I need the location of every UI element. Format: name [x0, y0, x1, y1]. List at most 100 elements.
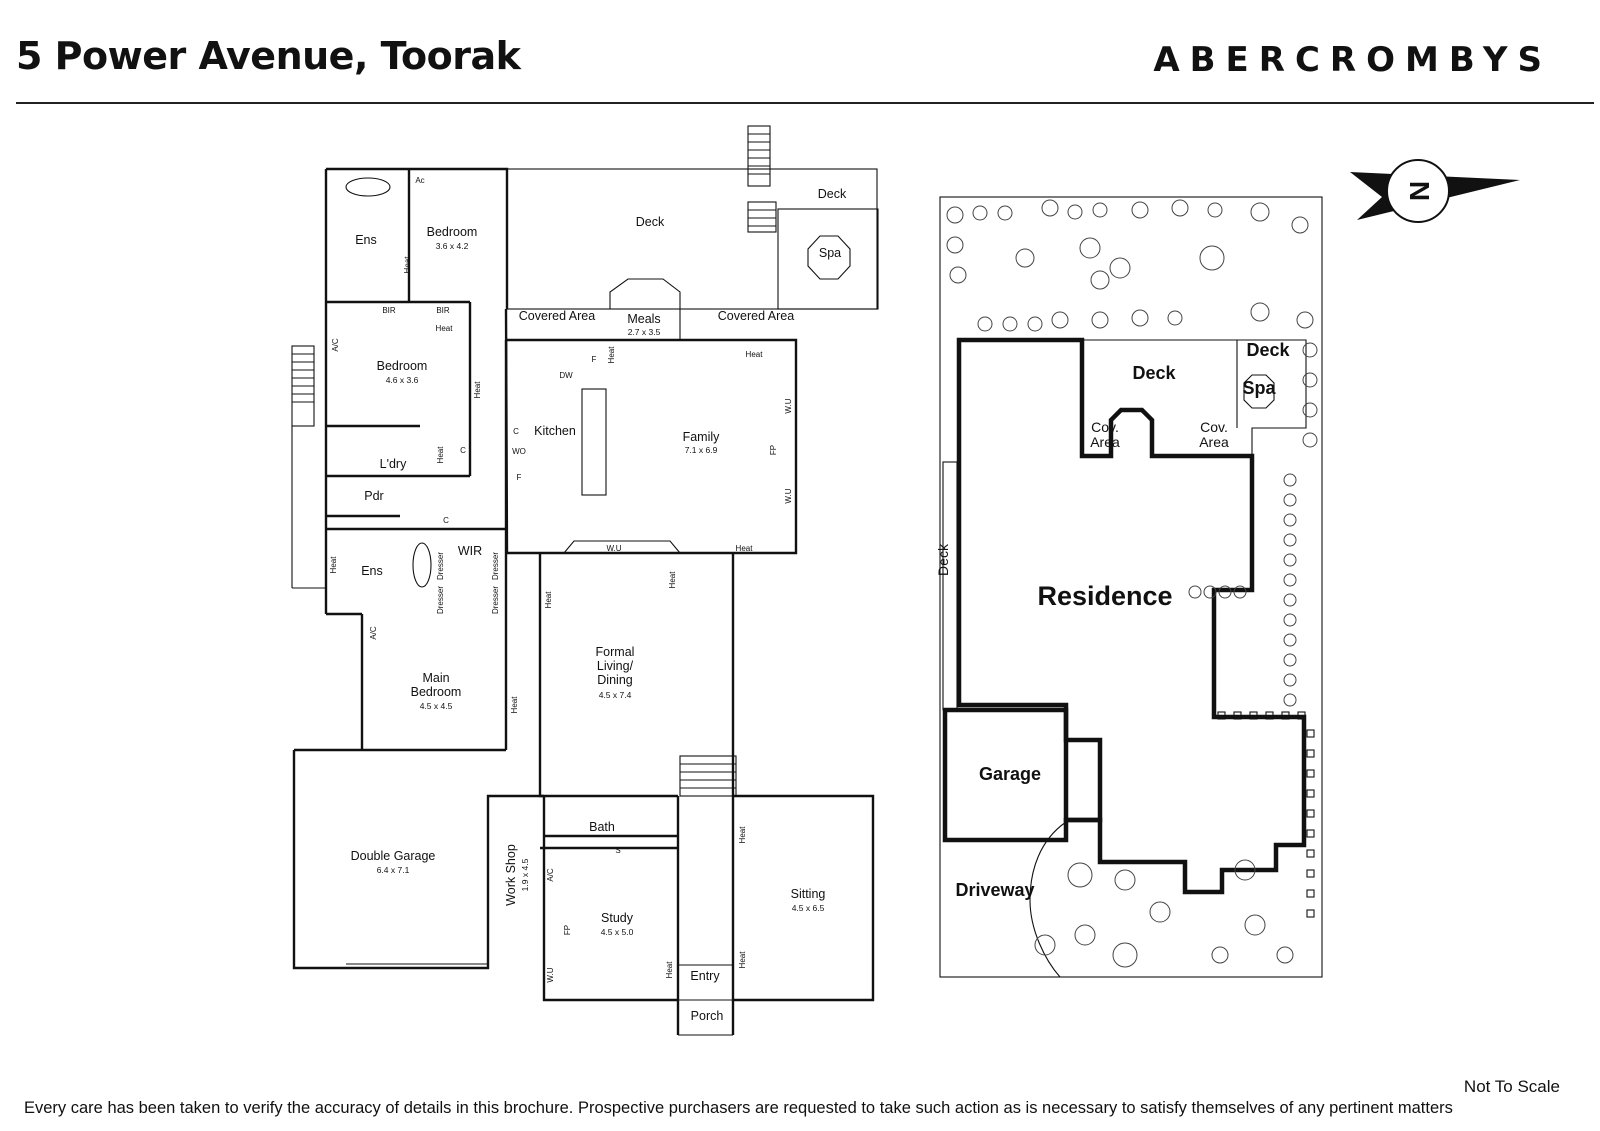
room-label: Formal	[596, 645, 635, 659]
fixture-label: Heat	[436, 446, 445, 464]
compass-letter: N	[1404, 181, 1435, 201]
paving-row	[1217, 711, 1315, 918]
fixture-label: Heat	[436, 324, 454, 333]
fixture-label: BIR	[436, 306, 450, 315]
fixture-label: Dresser	[436, 586, 445, 614]
stairs-left	[291, 345, 326, 589]
bathtub	[345, 177, 391, 197]
deck-label-small: Deck	[1246, 340, 1290, 360]
room-label: Deck	[818, 187, 847, 201]
room-size: 4.5 x 7.4	[599, 690, 632, 700]
room-label: Bedroom	[377, 359, 428, 373]
agency-logo: ABERCROMBYS	[1153, 40, 1552, 80]
wall-unit	[562, 540, 682, 554]
kitchen-island	[581, 388, 607, 496]
fixture-label: Heat	[329, 556, 338, 574]
side-deck-label: Deck	[935, 543, 951, 576]
fixture-label: Dresser	[491, 586, 500, 614]
fixture-label: Dresser	[491, 552, 500, 580]
side-deck	[942, 461, 958, 711]
room-size: 7.1 x 6.9	[685, 445, 718, 455]
stairs-top	[747, 125, 777, 233]
room-label: Ens	[361, 564, 383, 578]
header-divider	[16, 102, 1594, 104]
room-label: Double Garage	[351, 849, 436, 863]
room-label: Bedroom	[411, 685, 462, 699]
cov-area-label: Cov.	[1200, 419, 1228, 435]
fixture-label: Heat	[473, 381, 482, 399]
room-size: 6.4 x 7.1	[377, 865, 410, 875]
fixture-label: Heat	[403, 256, 412, 274]
room-label: Main	[422, 671, 449, 685]
fixture-label: A/C	[331, 338, 340, 352]
room-label: Deck	[636, 215, 665, 229]
fixture-label: Heat	[607, 346, 616, 364]
fixture-label: W.U	[606, 544, 621, 553]
room-size: 3.6 x 4.2	[436, 241, 469, 251]
room-size: 4.6 x 3.6	[386, 375, 419, 385]
fixture-label: Heat	[668, 571, 677, 589]
fixture-label: S	[615, 846, 620, 855]
garage-label: Garage	[979, 764, 1041, 784]
room-size: 2.7 x 3.5	[628, 327, 661, 337]
site-boundary	[939, 196, 1323, 978]
garden-shrubs	[946, 199, 1318, 968]
driveway-edge	[1029, 821, 1067, 978]
fixture-label: C	[460, 446, 466, 455]
fixture-label: Heat	[510, 696, 519, 714]
cov-area-label: Cov.	[1091, 419, 1119, 435]
fixture-label: F	[517, 473, 522, 482]
fixture-label: A/C	[369, 626, 378, 640]
room-label: Kitchen	[534, 424, 576, 438]
spa-shape	[807, 235, 851, 280]
fixture-label: Heat	[738, 826, 747, 844]
fixture-label: C	[513, 427, 519, 436]
room-label: Bedroom	[427, 225, 478, 239]
fixture-label: Heat	[665, 961, 674, 979]
deck-label: Deck	[1132, 363, 1176, 383]
spa-label: Spa	[1242, 378, 1276, 398]
fixture-label: Heat	[736, 544, 754, 553]
room-label: Family	[683, 430, 721, 444]
compass-north-icon: N	[1350, 159, 1520, 223]
property-address: 5 Power Avenue, Toorak	[16, 34, 521, 78]
floor-plan: Bedroom 3.6 x 4.2 Ens Deck Deck Spa Cove…	[291, 125, 879, 1036]
fixture-label: W.U	[784, 398, 793, 413]
fixture-label: A/C	[546, 868, 555, 882]
fixture-label: WO	[512, 447, 526, 456]
room-label: WIR	[458, 544, 482, 558]
fixture-label: W.U	[546, 967, 555, 982]
not-to-scale: Not To Scale	[1463, 1077, 1560, 1096]
disclaimer: Every care has been taken to verify the …	[24, 1099, 1453, 1117]
fixture-label: Heat	[746, 350, 764, 359]
room-size: 1.9 x 4.5	[520, 858, 530, 891]
fixture-label: BIR	[382, 306, 396, 315]
fixture-label: FP	[769, 445, 778, 455]
driveway-label: Driveway	[955, 880, 1034, 900]
room-label: Porch	[691, 1009, 724, 1023]
fixture-label: Heat	[544, 591, 553, 609]
room-label: Living/	[597, 659, 634, 673]
spa-deck-outline	[777, 208, 879, 310]
room-label: L'dry	[380, 457, 407, 471]
room-label: Pdr	[364, 489, 383, 503]
room-label: Work Shop	[504, 844, 518, 906]
cov-area-label: Area	[1199, 434, 1229, 450]
room-size: 4.5 x 5.0	[601, 927, 634, 937]
room-label: Ens	[355, 233, 377, 247]
room-size: 4.5 x 4.5	[420, 701, 453, 711]
room-label: Study	[601, 911, 634, 925]
fixture-label: Heat	[738, 951, 747, 969]
fixture-label: Ac	[415, 176, 424, 185]
fixture-label: F	[592, 355, 597, 364]
residence-label: Residence	[1037, 581, 1172, 611]
spa-icon	[1243, 374, 1275, 409]
room-label: Meals	[627, 312, 660, 326]
fixture-label: DW	[559, 371, 573, 380]
bathtub-2	[412, 542, 432, 588]
room-label: Spa	[819, 246, 841, 260]
fixture-label: Dresser	[436, 552, 445, 580]
room-label: Entry	[690, 969, 720, 983]
fixture-label: W.U	[784, 488, 793, 503]
